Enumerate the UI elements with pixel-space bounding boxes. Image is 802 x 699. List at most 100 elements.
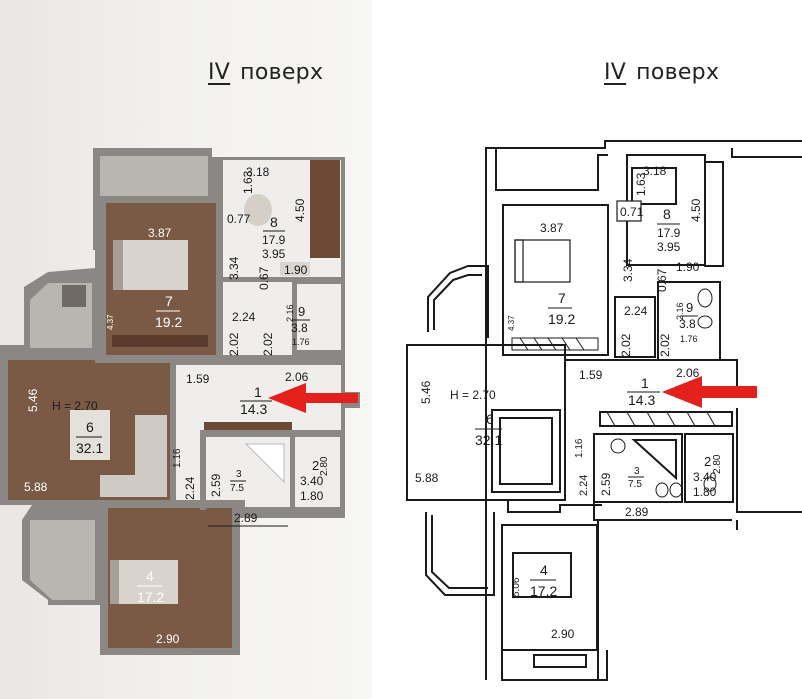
dim-340-l: 3.40 (300, 474, 324, 488)
wall-7-8 (216, 157, 223, 357)
dim-206-r: 2.06 (676, 366, 700, 380)
wall-6-4 (95, 500, 245, 508)
room-2-floor (295, 437, 340, 507)
wall-mid (95, 355, 341, 363)
entrance-arrow-right (662, 376, 757, 408)
hall-wardrobe-outline (599, 411, 733, 427)
furniture (62, 160, 340, 604)
bed-7 (113, 240, 188, 290)
dim-067-l: 0.67 (257, 266, 271, 290)
armchair (62, 285, 86, 307)
room-6-area-l: 32.1 (76, 440, 103, 456)
room-3-area-r: 7.5 (628, 479, 642, 490)
dim-224a-l: 2.24 (232, 310, 256, 324)
dim-318-l: 3.18 (246, 165, 270, 179)
entrance-arrow-left (268, 383, 358, 413)
wall-4-left (101, 508, 108, 655)
room-8-num-l: 8 (270, 214, 278, 230)
dim-588-r: 5.88 (415, 471, 439, 485)
bed-4 (110, 560, 178, 604)
dim-176-r: 1.76 (680, 334, 698, 344)
room-3-num-l: 3 (236, 469, 242, 480)
hatch-wardrobe-7 (511, 337, 716, 427)
bed-4-headboard (110, 560, 119, 604)
hall-wardrobe (204, 422, 292, 432)
dim-437-l: 4.37 (106, 314, 115, 330)
room-7-num-l: 7 (165, 293, 173, 309)
height-r: H = 2.70 (450, 388, 496, 402)
floor-word-right: поверх (636, 60, 720, 85)
dim-202a-r: 2.02 (619, 333, 633, 357)
plan-labels: 3.18 1.63 4.50 0.77 8 17.9 3.95 3.34 0.6… (24, 165, 330, 646)
dim-163-l: 1.63 (241, 170, 255, 194)
rendered-plan-svg: 3.18 1.63 4.50 0.77 8 17.9 3.95 3.34 0.6… (0, 148, 360, 655)
dim-202a-l: 2.02 (227, 332, 241, 356)
dim-450-l: 4.50 (293, 198, 307, 222)
room-9-area-l: 3.8 (291, 321, 308, 335)
wall-1-baths (200, 430, 341, 436)
room-3-num-r: 3 (634, 466, 640, 477)
dim-280-l: 2.80 (319, 456, 330, 476)
dim-116-r: 1.16 (574, 438, 585, 458)
rug-6 (70, 410, 110, 460)
dim-450-r: 4.50 (689, 198, 703, 222)
dim-387-l: 3.87 (148, 226, 172, 240)
corridor-down (176, 430, 200, 510)
room-7-num-r: 7 (558, 290, 566, 306)
bed-4-outline (512, 552, 572, 598)
room-4-num-l: 4 (146, 568, 154, 584)
room-6-area-r: 32.1 (475, 432, 502, 448)
balcony-bottom (30, 520, 95, 600)
wall-hall-9 (292, 280, 297, 358)
dim-216-l: 2.16 (285, 304, 295, 322)
dim-202b-r: 2.02 (658, 333, 672, 357)
dim-546-r: 5.46 (419, 380, 433, 404)
room-3-area-l: 7.5 (230, 483, 244, 494)
dim-116-l: 1.16 (172, 448, 183, 468)
bathtub-outline (631, 439, 677, 481)
balcony-top (100, 156, 208, 196)
dim-506-r: 5.06 (511, 577, 522, 597)
interior-walls (95, 157, 341, 655)
room-6-outline (406, 344, 566, 501)
dim-334-r: 3.34 (621, 258, 635, 282)
line-plan-labels: 3.18 1.63 4.50 0.71 8 17.9 3.95 3.34 0.6… (415, 164, 723, 641)
room-3-outline (593, 433, 683, 503)
room-2-num-r: 2 (704, 454, 711, 469)
room-6-num-r: 6 (486, 411, 494, 427)
bed-7-outline (514, 239, 571, 283)
dim-224b-l: 2.24 (183, 476, 197, 500)
room-4-num-r: 4 (540, 562, 548, 578)
floor-ordinal: IV (208, 60, 231, 85)
dim-290-r: 2.90 (551, 627, 575, 641)
dim-318-r: 3.18 (643, 164, 667, 178)
dim-290-l: 2.90 (156, 632, 180, 646)
dim-395-r: 3.95 (657, 240, 681, 254)
room-9-num-r: 9 (686, 300, 693, 315)
kitchen-counter-outline (704, 161, 724, 267)
room-8-area-r: 17.9 (657, 226, 681, 240)
dim-588-l: 5.88 (24, 480, 48, 494)
dim-202b-l: 2.02 (261, 332, 275, 356)
room-2-outline (684, 433, 734, 503)
room-1-area-l: 14.3 (240, 401, 267, 417)
room-9-area-r: 3.8 (679, 317, 696, 331)
dim-163-r: 1.63 (634, 172, 648, 196)
bathtub (244, 443, 285, 484)
wall-balcony-7 (100, 197, 216, 203)
dim-340-r: 3.40 (693, 470, 717, 484)
room-8-num-r: 8 (663, 206, 671, 222)
room-6-num-l: 6 (86, 419, 94, 435)
dim-259-l: 2.59 (209, 473, 223, 497)
room-7-outline (502, 204, 609, 356)
dim-387-r: 3.87 (540, 221, 564, 235)
room-8-area-l: 17.9 (262, 233, 286, 247)
wall-3-2 (290, 430, 295, 510)
room-7-area-r: 19.2 (548, 311, 575, 327)
dim-334-l: 3.34 (227, 256, 241, 280)
room-1-num-l: 1 (254, 384, 262, 400)
room-1-area-r: 14.3 (628, 392, 655, 408)
bath-9-fixtures (610, 288, 717, 498)
